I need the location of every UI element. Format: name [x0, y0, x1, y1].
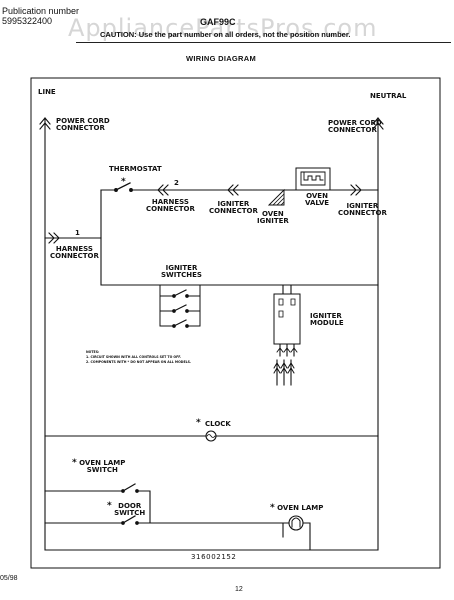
- oven-igniter-symbol: [269, 190, 284, 205]
- igniter-switches-symbol: [160, 285, 200, 327]
- thermostat-switch-contact: [116, 183, 130, 190]
- igniter-module-symbol: [274, 285, 300, 385]
- main-bus-wire: [45, 118, 378, 550]
- oven-lamp-symbol: [283, 516, 310, 550]
- model-code: GAF99C: [200, 17, 236, 27]
- notes-heading: NOTES:: [86, 350, 100, 354]
- notes-line-1: 1. CIRCUIT SHOWN WITH ALL CONTROLS SET T…: [86, 355, 182, 359]
- diagram-title: WIRING DIAGRAM: [186, 54, 257, 63]
- diagram-part-number: 316002152: [191, 553, 237, 561]
- thermostat-label: THERMOSTAT: [109, 165, 162, 173]
- igniter-module-label: IGNITER MODULE: [310, 312, 344, 327]
- harness-connector-top-label: HARNESS CONNECTOR: [146, 198, 195, 213]
- diagram-frame: [31, 78, 440, 568]
- door-switch-asterisk: *: [107, 501, 112, 511]
- thermostat-asterisk: *: [121, 177, 126, 187]
- igniter-switches-label: IGNITER SWITCHES: [161, 264, 202, 279]
- footer-date: 05/98: [0, 575, 18, 582]
- caution-text: CAUTION: Use the part number on all orde…: [100, 30, 351, 39]
- oven-valve-symbol: [296, 168, 330, 190]
- watermark: AppliancePartsPros.com: [68, 14, 378, 42]
- oven-lamp-switch-asterisk: *: [72, 458, 77, 468]
- oven-igniter-label: OVEN IGNITER: [257, 210, 289, 225]
- clock-label: CLOCK: [205, 420, 231, 428]
- igniter-connector-right-label: IGNITER CONNECTOR: [338, 202, 387, 217]
- thermostat-branch-wire: [101, 190, 378, 285]
- harness-connector-top-symbol: [158, 185, 168, 195]
- neutral-label: NEUTRAL: [370, 92, 407, 100]
- power-cord-connector-left-symbol: [40, 118, 50, 129]
- notes-block: NOTES: 1. CIRCUIT SHOWN WITH ALL CONTROL…: [86, 350, 191, 365]
- publication-label: Publication number: [2, 6, 80, 16]
- lamp-door-switch-circuit: [45, 484, 283, 537]
- oven-valve-label: OVEN VALVE: [305, 192, 330, 207]
- power-cord-connector-left-label: POWER CORD CONNECTOR: [56, 117, 110, 132]
- harness-connector-left-symbol: [49, 233, 59, 243]
- header-rule: [76, 42, 451, 43]
- oven-lamp-label: * OVEN LAMP: [270, 503, 324, 513]
- oven-lamp-asterisk: *: [270, 503, 275, 513]
- oven-lamp-switch-label: * OVEN LAMP SWITCH: [72, 458, 126, 474]
- igniter-connector-right-symbol: [351, 185, 361, 195]
- power-cord-connector-right-label: POWER CORD CONNECTOR: [328, 119, 382, 134]
- igniter-connector-top-symbol: [228, 185, 238, 195]
- footer-page-number: 12: [235, 586, 243, 593]
- harness-connector-left-label: HARNESS CONNECTOR: [50, 245, 99, 260]
- clock-asterisk: *: [196, 418, 201, 428]
- igniter-connector-top-label: IGNITER CONNECTOR: [209, 200, 258, 215]
- notes-line-2: 2. COMPONENTS WITH * DO NOT APPEAR ON AL…: [86, 360, 192, 364]
- door-switch-label: * DOOR SWITCH: [107, 501, 146, 517]
- pin-1-label: 1: [75, 229, 80, 237]
- line-label: LINE: [38, 88, 56, 96]
- pin-2-label: 2: [174, 179, 179, 187]
- publication-number: 5995322400: [2, 16, 53, 26]
- power-cord-connector-right-symbol: [373, 118, 383, 129]
